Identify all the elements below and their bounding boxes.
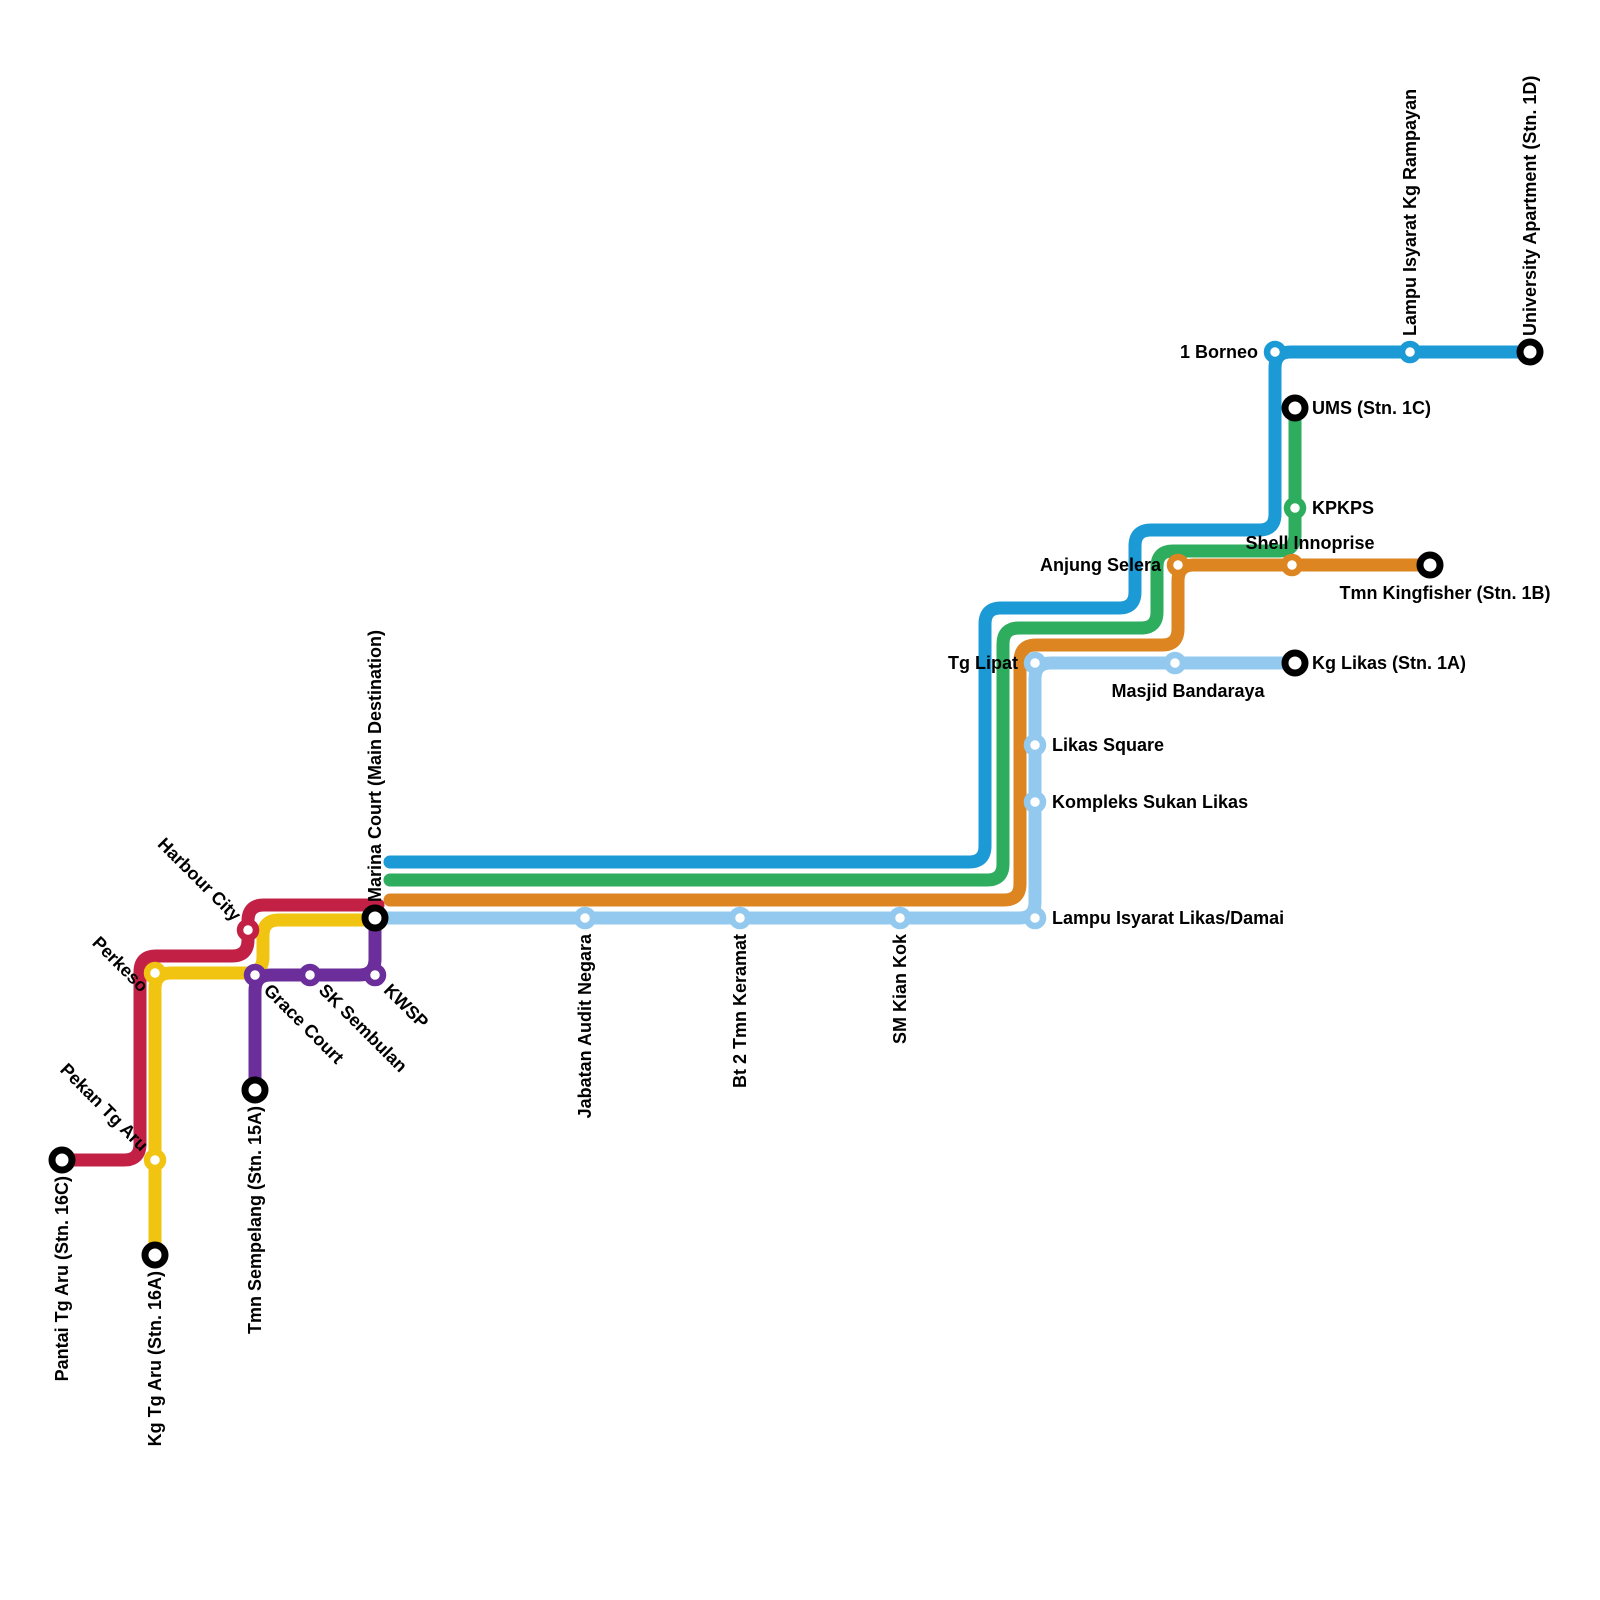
terminus-dot-kg-tg-aru-stn-16a — [141, 1241, 169, 1269]
terminus-dot-kg-likas-stn-1a — [1281, 649, 1309, 677]
station-dot-jabatan-audit-negara — [573, 906, 597, 930]
terminus-dot-ums-stn-1c — [1281, 394, 1309, 422]
station-dot-kwsp — [363, 963, 387, 987]
terminus-dot-pantai-tg-aru-stn-16c — [48, 1146, 76, 1174]
station-dot-lampu-isyarat-likas-damai — [1023, 906, 1047, 930]
transit-line-stn-1c — [383, 401, 1302, 887]
station-dot-tg-lipat — [1023, 651, 1047, 675]
terminus-dot-marina-court-main-destination — [361, 904, 389, 932]
station-dot-likas-square — [1023, 733, 1047, 757]
terminus-dot-university-apartment-stn-1d — [1516, 338, 1544, 366]
station-dot-sm-kian-kok — [888, 906, 912, 930]
station-dot-perkeso — [143, 961, 167, 985]
station-dot-grace-court — [243, 963, 267, 987]
transit-line-stn-16c — [55, 898, 385, 1167]
station-dot-masjid-bandaraya — [1163, 651, 1187, 675]
station-dot-kpkps — [1283, 496, 1307, 520]
station-dot-shell-innoprise — [1280, 553, 1304, 577]
transit-line-stn-15a — [248, 915, 382, 1097]
station-dot-harbour-city — [236, 918, 260, 942]
station-dot-lampu-isyarat-kg-rampayan — [1398, 340, 1422, 364]
station-dot-anjung-selera — [1166, 553, 1190, 577]
station-dot-pekan-tg-aru — [143, 1148, 167, 1172]
station-dot-1-borneo — [1263, 340, 1287, 364]
terminus-dot-tmn-sempelang-stn-15a — [241, 1076, 269, 1104]
transit-line-stn-1d — [383, 345, 1537, 869]
terminus-dot-tmn-kingfisher-stn-1b — [1416, 551, 1444, 579]
station-dot-sk-sembulan — [298, 963, 322, 987]
station-dot-kompleks-sukan-likas — [1023, 790, 1047, 814]
station-dot-bt-2-tmn-keramat — [728, 906, 752, 930]
transit-line-stn-1b — [383, 558, 1437, 907]
